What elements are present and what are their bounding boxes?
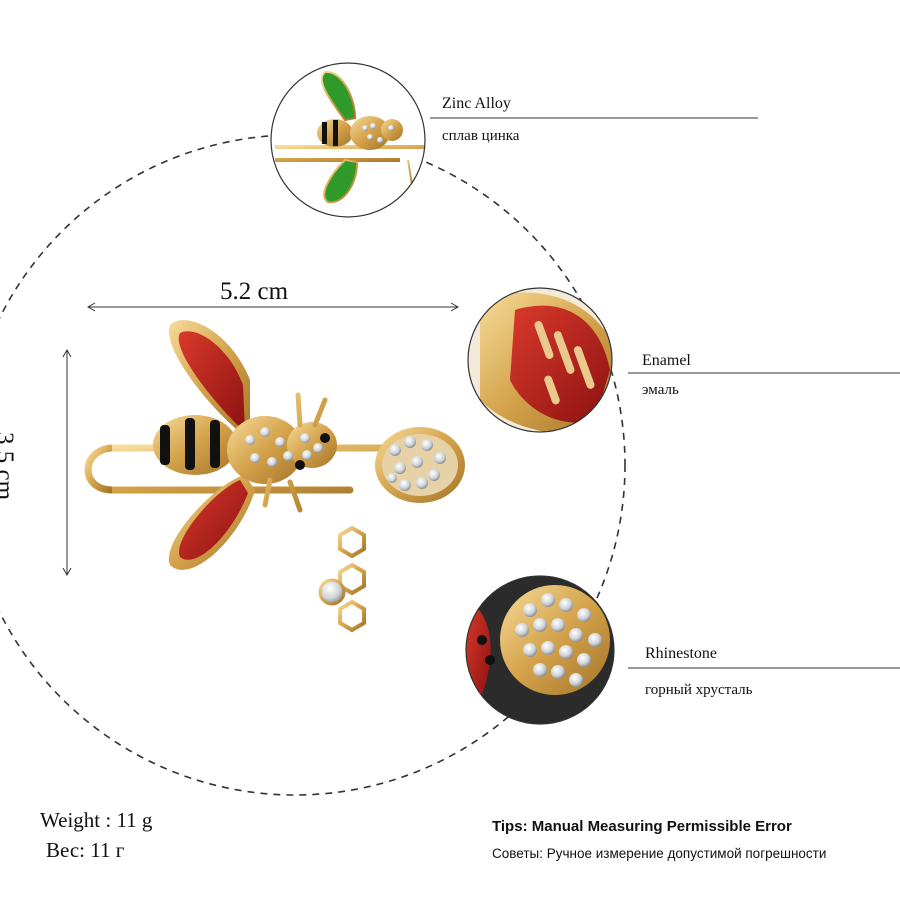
rhinestone-detail <box>465 575 615 725</box>
weight-label-en: Weight : 11 g <box>40 808 153 832</box>
tips-label-en: Tips: Manual Measuring Permissible Error <box>492 818 792 835</box>
dashed-outline-circle <box>0 134 626 796</box>
material-label-zinc-en: Zinc Alloy <box>442 95 511 112</box>
material-label-enamel-ru: эмаль <box>642 382 679 398</box>
width-dimension-line <box>86 302 460 312</box>
height-dimension-line <box>62 348 72 577</box>
weight-label-ru: Вес: 11 г <box>46 838 125 862</box>
material-label-enamel-en: Enamel <box>642 352 691 369</box>
height-dimension-label: 3.5 cm <box>0 432 18 501</box>
zinc-alloy-detail <box>270 62 426 218</box>
bee-brooch <box>84 320 465 633</box>
width-dimension-label: 5.2 cm <box>220 278 289 305</box>
enamel-detail <box>467 287 613 433</box>
tips-label-ru: Советы: Ручное измерение допустимой погр… <box>492 846 827 861</box>
material-label-rhinestone-en: Rhinestone <box>645 645 717 662</box>
material-label-zinc-ru: сплав цинка <box>442 128 520 144</box>
material-label-rhinestone-ru: горный хрусталь <box>645 682 753 698</box>
